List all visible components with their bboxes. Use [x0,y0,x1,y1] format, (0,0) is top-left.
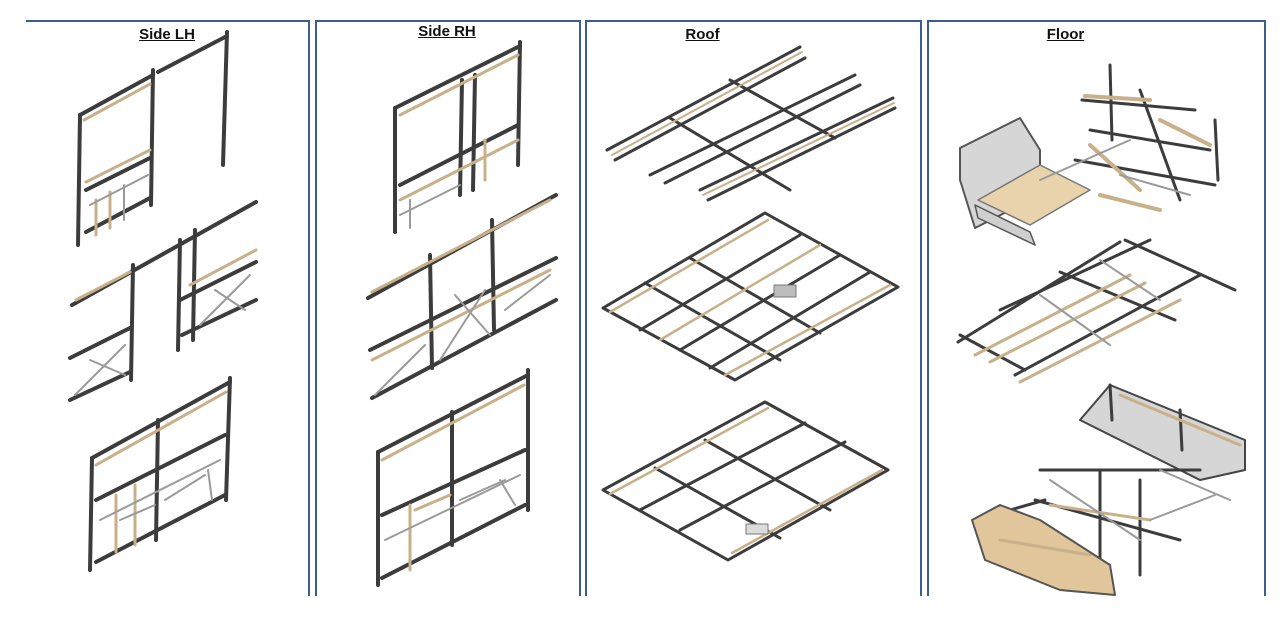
panel-top-border [927,20,1266,22]
panel-title: Roof [685,26,720,43]
panel-title: Side LH [139,26,195,43]
side-lh-middle-frame [68,200,258,402]
panel-side-lh: Side LH [26,20,308,596]
roof-upper-frame [605,45,897,202]
panel-top-border [26,20,310,22]
panel-roof: Roof [585,20,920,596]
panel-divider [579,20,581,596]
roof-middle-frame [601,211,900,382]
panel-divider [920,20,922,596]
panel-divider [585,20,587,596]
panel-title: Floor [1046,26,1085,43]
panel-floor: Floor [927,20,1264,596]
panel-divider [308,20,310,596]
side-rh-lower-frame [376,368,530,587]
panel-side-rh: Side RH [315,20,579,596]
roof-lower-frame [601,400,890,562]
side-lh-upper-frame [76,30,229,247]
panel-divider [927,20,929,596]
panel-top-border [585,20,922,22]
side-rh-middle-frame [366,193,558,400]
panel-divider [1264,20,1266,596]
floor-middle-chassis [956,238,1237,384]
side-rh-upper-frame [393,40,522,234]
panel-title: Side RH [418,23,476,40]
panel-divider [315,20,317,596]
side-lh-lower-frame [88,376,232,572]
floor-lower-assembly [971,383,1246,596]
floor-upper-assembly [959,63,1220,246]
panel-top-border [315,20,581,22]
